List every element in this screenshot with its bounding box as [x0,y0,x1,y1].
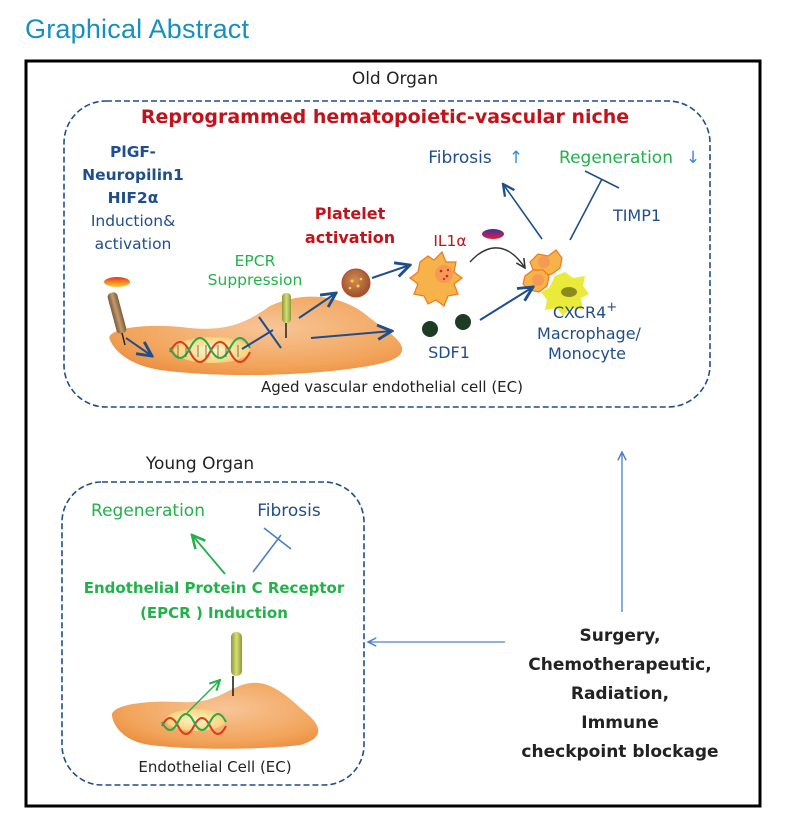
epcr-label: EPCR [235,252,276,270]
old-fibrosis-label: Fibrosis [428,148,492,168]
intervention-radiation: Radiation, [571,684,669,704]
regeneration-down-icon: ↓ [686,148,700,168]
arrow-to-sdf1 [310,331,392,338]
cxcr4-label: CXCR4+ [553,300,617,322]
receptor-brown-icon [107,292,127,334]
young-cell-nucleus [166,709,226,731]
sdf1-label: SDF1 [428,343,470,362]
old-organ-boundary [63,100,711,408]
epcr-suppression-label: Suppression [208,271,303,289]
arrow-il1a-to-macrophage [469,247,525,268]
old-regeneration-label: Regeneration [559,148,673,168]
young-regeneration-label: Regeneration [91,501,205,521]
factor-plgf: PlGF- [110,143,156,161]
platelet-label: Platelet [315,204,386,223]
factor-neuropilin1: Neuropilin1 [82,166,184,184]
young-cell-caption: Endothelial Cell (EC) [138,758,291,776]
sdf1-dot-icon [455,314,471,330]
timp1-label: TIMP1 [612,206,661,225]
outer-frame [24,59,762,808]
activated-monocyte-icon [409,250,463,307]
receptor-epcr-icon [282,293,291,323]
factor-activation: activation [95,235,172,253]
factor-hif2a: HIF2α [108,189,159,207]
epcr-induction-label: (EPCR ) Induction [140,604,288,622]
young-fibrosis-label: Fibrosis [257,501,321,521]
intervention-surgery: Surgery, [579,626,660,646]
platelet-icon [341,268,371,298]
arrow-platelet-to-il1a [371,265,410,279]
arrow-to-fibrosis [503,184,543,240]
interventions-text: Surgery, Chemotherapeutic, Radiation, Im… [521,626,718,762]
fibrosis-up-icon: ↑ [509,148,523,168]
il1a-label: IL1α [433,232,466,250]
young-dna-helix-icon [161,713,227,735]
arrow-sdf1-to-macrophage [479,287,533,321]
macrophage-label: Macrophage/ [537,324,642,343]
arrow-receptor-to-dna [125,337,152,356]
il1a-molecule-icon [482,229,504,239]
aged-cell-caption: Aged vascular endothelial cell (EC) [261,378,523,396]
inhibit-regeneration [569,178,603,241]
platelet-granules [348,277,363,290]
intervention-immune: Immune [581,713,659,733]
aged-endothelial-cell [109,296,403,376]
ligand-icon [104,277,130,287]
arrow-to-platelet [298,293,336,319]
niche-heading: Reprogrammed hematopoietic-vascular nich… [141,106,629,128]
monocyte-label: Monocyte [548,344,626,363]
intervention-chemotherapeutic: Chemotherapeutic, [528,655,711,675]
young-organ-label: Young Organ [145,454,254,474]
page-title: Graphical Abstract [25,14,250,44]
pro-aging-factors: PlGF- Neuropilin1 HIF2α Induction& activ… [82,143,184,253]
factor-induction: Induction& [91,212,175,230]
arrow-dna-to-epcr [186,680,220,714]
sdf1-dot-icon [422,321,438,337]
platelet-activation-label: activation [305,228,395,247]
epcr-receptor-label: Endothelial Protein C Receptor [84,579,345,597]
arrow-to-regeneration [192,535,226,575]
young-epcr-receptor-icon [231,632,242,676]
intervention-checkpoint-blockage: checkpoint blockage [521,742,718,762]
dna-helix-icon [169,337,251,363]
old-organ-label: Old Organ [352,69,438,89]
inhibit-dna-to-epcr [241,329,274,350]
young-organ-boundary [61,481,365,786]
inhibit-fibrosis [252,534,282,573]
